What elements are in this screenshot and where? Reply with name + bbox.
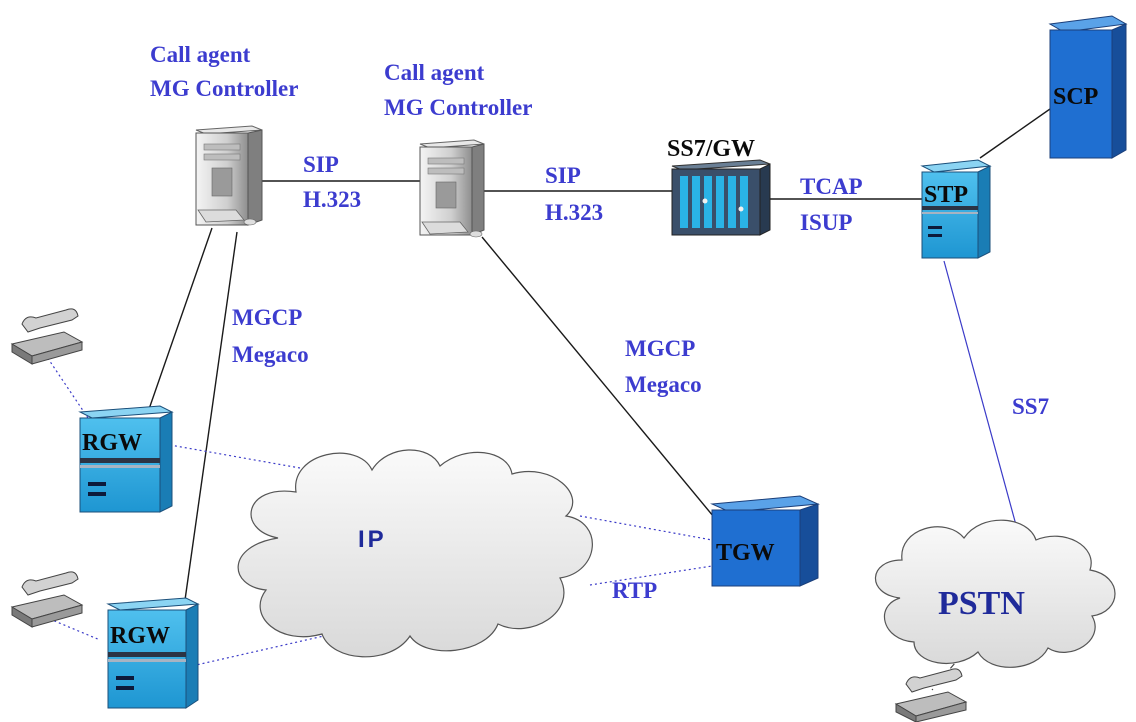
- h323-1-label: H.323: [303, 187, 361, 212]
- call-agent-server-2[interactable]: [419, 139, 485, 238]
- h323-2-label: H.323: [545, 200, 603, 225]
- tgw-label: TGW: [716, 540, 775, 566]
- stp-node[interactable]: STP: [920, 159, 992, 259]
- call-agent-2-line1: Call agent: [384, 60, 485, 85]
- phone-bottom-left-icon: [10, 571, 84, 628]
- rgw-bottom-label: RGW: [110, 623, 170, 649]
- solid-links: [147, 87, 1081, 601]
- stp-label: STP: [924, 182, 968, 208]
- link-phone1-rgw: [44, 353, 89, 419]
- call-agent-1-line2: MG Controller: [150, 76, 298, 101]
- megaco-2-label: Megaco: [625, 372, 702, 397]
- ss7gw-label: SS7/GW: [667, 136, 755, 162]
- tgw-node[interactable]: TGW: [710, 495, 820, 587]
- scp-node[interactable]: SCP: [1048, 15, 1128, 159]
- isup-label: ISUP: [800, 210, 852, 235]
- scp-label: SCP: [1053, 84, 1098, 110]
- rgw-bottom[interactable]: RGW: [106, 597, 200, 709]
- ss7-label: SS7: [1012, 394, 1049, 419]
- link-stp-pstn: [943, 260, 1017, 526]
- sip-2-label: SIP: [545, 163, 581, 188]
- rtp-label: RTP: [612, 578, 657, 603]
- link-rgw-bottom-cloud: [182, 629, 351, 669]
- ip-cloud: IP: [237, 449, 593, 658]
- tcap-label: TCAP: [800, 174, 863, 199]
- call-agent-1-line1: Call agent: [150, 42, 251, 67]
- link-rgw-top-cloud: [169, 444, 301, 469]
- link-cloud-tgw-upper: [579, 515, 713, 541]
- link-cloud-tgw-rtp: [589, 565, 713, 586]
- megaco-1-label: Megaco: [232, 342, 309, 367]
- phone-bottom-right-icon: [894, 668, 968, 722]
- link-server1-rgw-top: [147, 227, 213, 413]
- mgcp-2-label: MGCP: [625, 336, 695, 361]
- ss7-gateway[interactable]: SS7/GW: [667, 136, 771, 236]
- link-server2-tgw: [481, 236, 724, 529]
- sip-1-label: SIP: [303, 152, 339, 177]
- call-agent-2-line2: MG Controller: [384, 95, 532, 120]
- labels: Call agent MG Controller Call agent MG C…: [150, 42, 1049, 603]
- mgcp-1-label: MGCP: [232, 305, 302, 330]
- rgw-top-label: RGW: [82, 430, 142, 456]
- pstn-label: PSTN: [938, 585, 1025, 622]
- ip-label: IP: [358, 526, 387, 553]
- call-agent-server-1[interactable]: [195, 125, 263, 226]
- pstn-cloud: PSTN: [874, 519, 1116, 668]
- phone-top-left-icon: [10, 308, 84, 365]
- rgw-top[interactable]: RGW: [78, 405, 174, 513]
- link-server1-rgw-bottom: [184, 231, 238, 601]
